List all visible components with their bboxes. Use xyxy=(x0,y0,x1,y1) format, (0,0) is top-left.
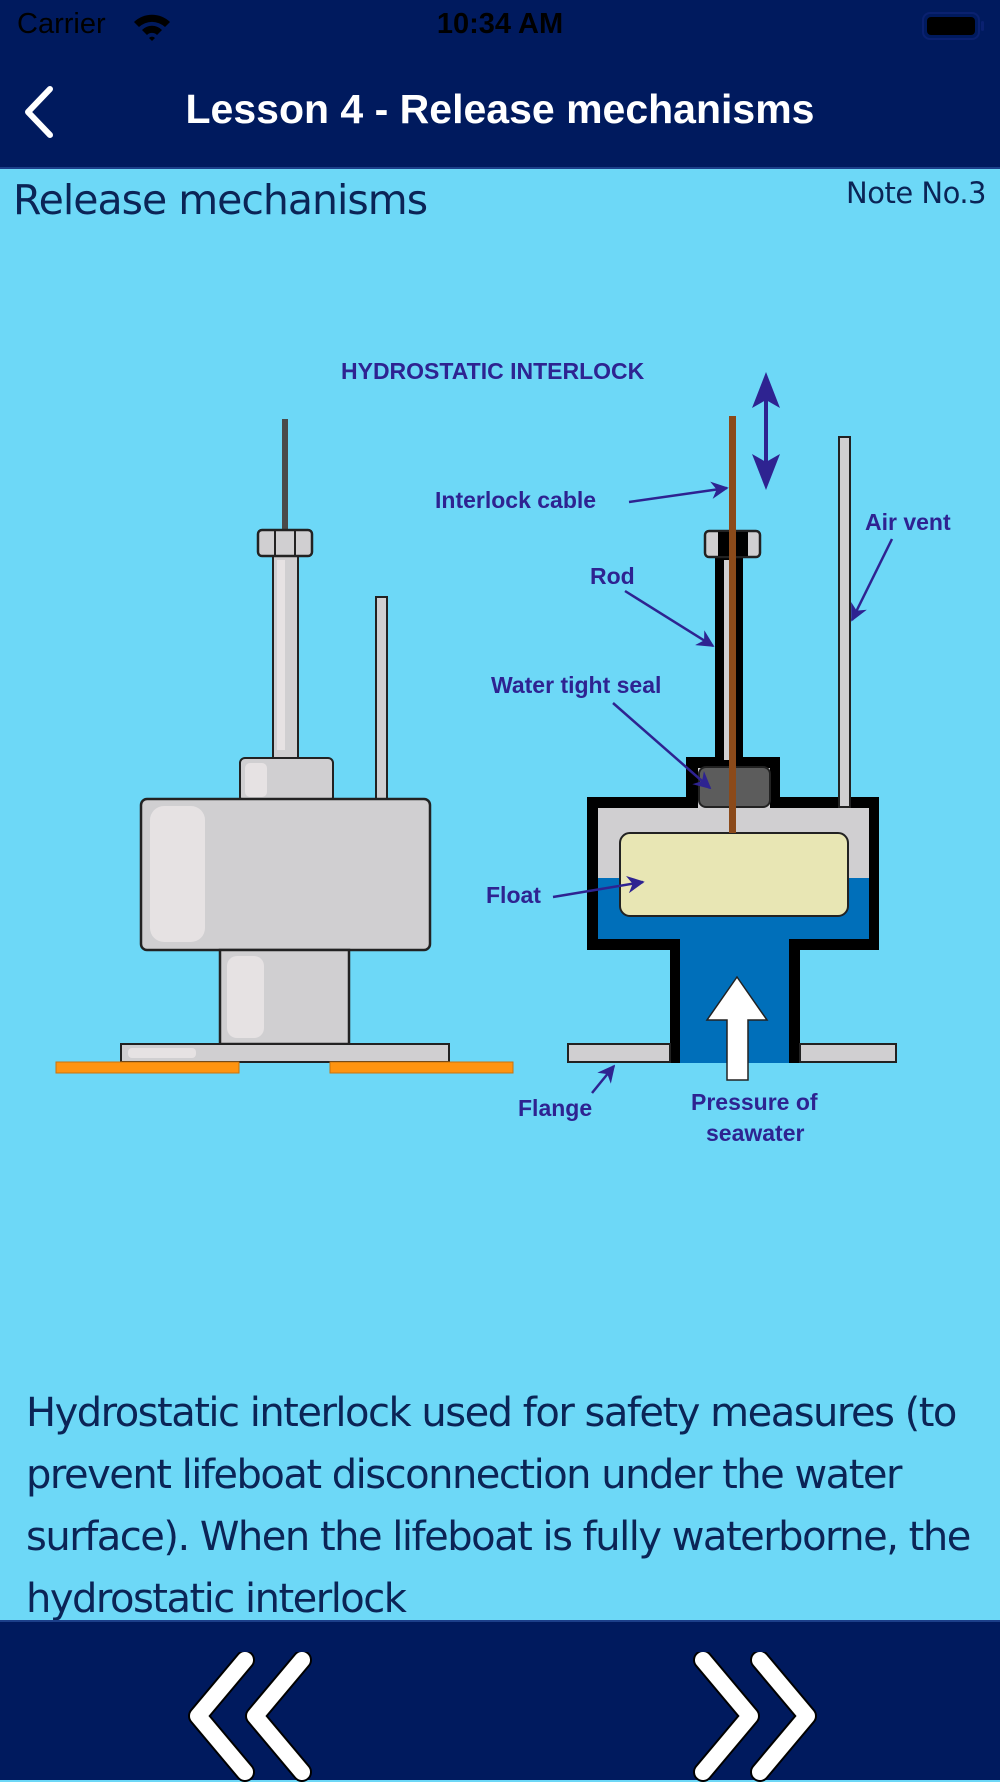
label-flange: Flange xyxy=(518,1095,592,1121)
bottom-navigation xyxy=(0,1620,1000,1782)
interlock-cable xyxy=(729,416,736,833)
battery-icon xyxy=(922,12,984,40)
nut-left xyxy=(256,528,314,558)
rod-left xyxy=(272,554,299,761)
label-pressure: Pressure of xyxy=(691,1089,818,1115)
section-title: Release mechanisms xyxy=(13,176,428,224)
wifi-icon xyxy=(134,14,170,41)
double-chevron-left-icon[interactable] xyxy=(180,1652,320,1782)
label-rod: Rod xyxy=(590,563,635,589)
flange-left xyxy=(120,1043,450,1063)
divider xyxy=(0,167,1000,169)
status-bar: Carrier 10:34 AM xyxy=(0,0,1000,50)
gasket-right xyxy=(329,1061,514,1074)
chevron-left-icon[interactable] xyxy=(20,85,60,139)
carrier-label: Carrier xyxy=(17,8,106,40)
cable-left xyxy=(282,419,288,531)
gasket-left xyxy=(55,1061,240,1074)
float xyxy=(619,832,849,917)
navigation-bar: Lesson 4 - Release mechanisms xyxy=(0,50,1000,168)
seawater xyxy=(598,878,869,1063)
double-chevron-right-icon[interactable] xyxy=(685,1652,825,1782)
air-vent xyxy=(838,436,851,808)
label-seawater: seawater xyxy=(706,1120,805,1146)
clock: 10:34 AM xyxy=(436,8,564,40)
up-down-arrow-icon xyxy=(752,372,780,490)
label-float: Float xyxy=(486,882,541,908)
flange-right-a xyxy=(567,1043,671,1063)
note-number: Note No.3 xyxy=(846,176,986,210)
diagram-title: HYDROSTATIC INTERLOCK xyxy=(341,358,645,384)
hydrostatic-interlock-diagram: HYDROSTATIC INTERLOCK xyxy=(55,358,951,1146)
page-title: Lesson 4 - Release mechanisms xyxy=(185,86,815,132)
air-vent-left xyxy=(375,596,388,803)
label-water-tight-seal: Water tight seal xyxy=(491,672,661,698)
pressure-arrow-icon xyxy=(705,975,769,1081)
interlock-cross-section xyxy=(567,372,897,1081)
flange-right-b xyxy=(799,1043,897,1063)
lesson-body-text: Hydrostatic interlock used for safety me… xyxy=(26,1390,971,1622)
interlock-external-view xyxy=(55,419,514,1074)
label-interlock-cable: Interlock cable xyxy=(435,487,596,513)
label-air-vent: Air vent xyxy=(865,509,951,535)
